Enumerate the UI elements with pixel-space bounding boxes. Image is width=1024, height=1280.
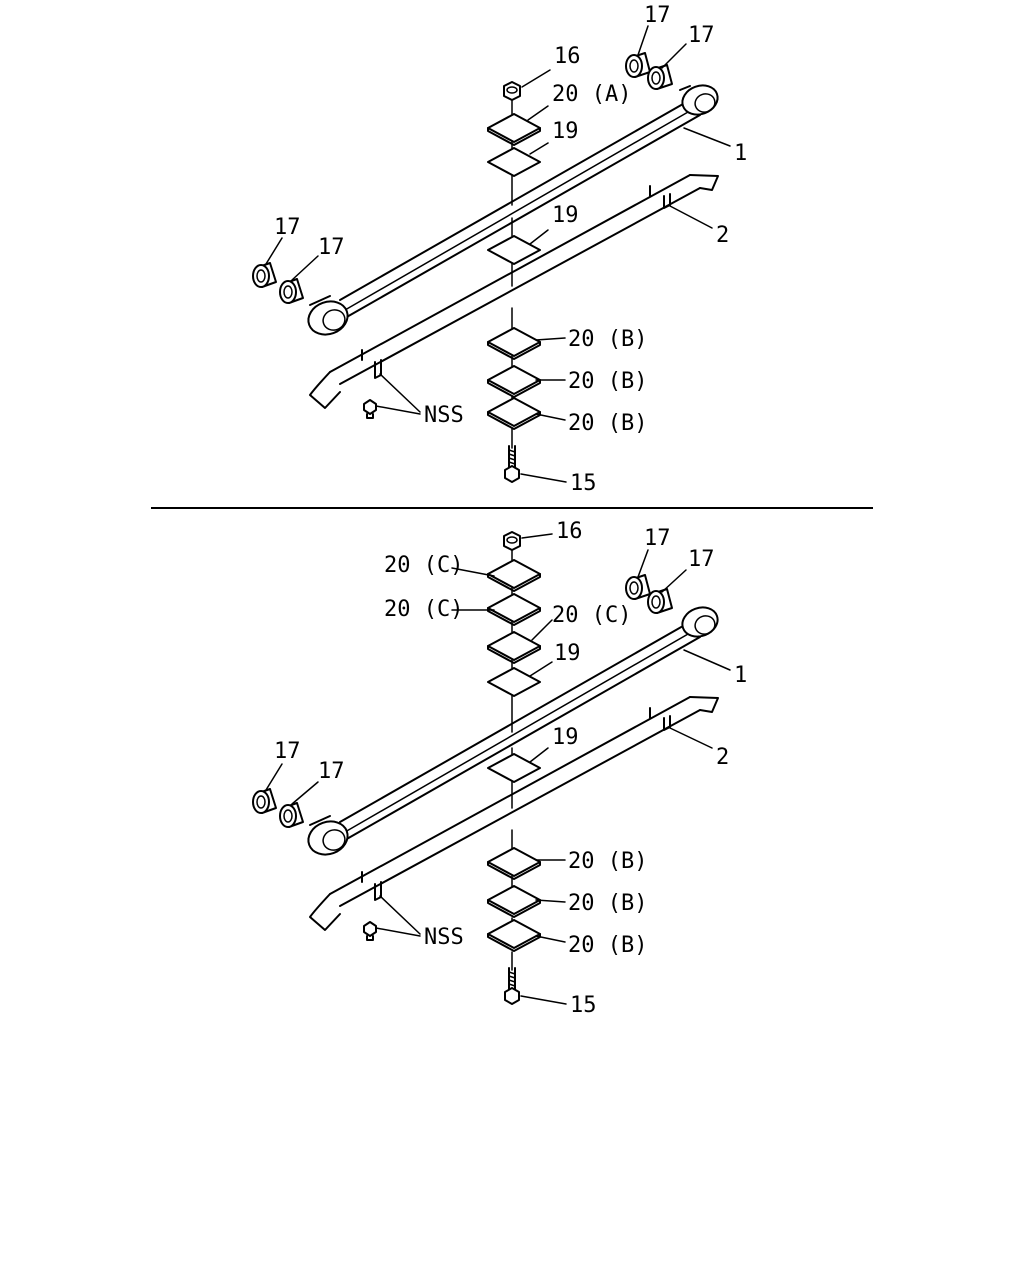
shim-c-1 [487,559,541,589]
shim-b-3 [487,919,541,949]
label-2: 2 [716,745,729,770]
label-20b-2: 20 (B) [568,891,647,916]
shim-c-2 [487,593,541,623]
label-20c-1: 20 (C) [384,553,463,578]
bushing-icon [625,574,651,600]
label-1: 1 [734,663,747,688]
label-20b-3: 20 (B) [568,933,647,958]
label-17-bl1: 17 [274,215,301,240]
shim-b-1 [487,327,541,357]
plate-19-mid [487,753,541,783]
label-19-top: 19 [552,119,579,144]
bushing-icon [647,588,673,614]
label-20c-2: 20 (C) [384,597,463,622]
leader-lines [265,533,731,1005]
label-17-bl2: 17 [318,235,345,260]
lower-assembly: 16 20 (C) 20 (C) 20 (C) 19 1 19 2 20 (B)… [252,519,747,1018]
bushing-icon [279,802,304,828]
label-15: 15 [570,471,597,496]
leaf-spring-main [307,84,719,336]
shim-b-1 [487,847,541,877]
label-19-mid: 19 [552,203,579,228]
bushing-icon [625,52,651,78]
label-2: 2 [716,223,729,248]
label-20b-3: 20 (B) [568,411,647,436]
label-20a: 20 (A) [552,82,631,107]
label-16: 16 [556,519,583,544]
bolt-icon [504,445,520,483]
washer-plate [487,113,541,143]
bushing-icon [647,64,673,90]
label-nss: NSS [424,403,464,428]
shim-b-2 [487,885,541,915]
label-17-tr1: 17 [644,3,671,28]
label-19-mid: 19 [552,725,579,750]
plate-19-top [487,667,541,697]
label-1: 1 [734,141,747,166]
label-17-bl2: 17 [318,759,345,784]
nut-icon [503,531,521,551]
label-17-tr2: 17 [688,547,715,572]
nut-icon [503,81,521,101]
leaf-spring-main [307,606,719,856]
label-nss: NSS [424,925,464,950]
bushing-icon [252,788,277,814]
leader-lines [265,25,731,483]
plate-19-mid [487,235,541,265]
shim-c-3 [487,631,541,661]
shim-b-3 [487,397,541,427]
upper-assembly: 16 20 (A) 19 1 19 2 20 (B) 20 (B) 20 (B)… [252,3,747,496]
label-17-tr2: 17 [688,23,715,48]
shim-b-2 [487,365,541,395]
bolt-icon [504,967,520,1005]
label-16: 16 [554,44,581,69]
label-20b-1: 20 (B) [568,849,647,874]
label-19-top: 19 [554,641,581,666]
bushing-icon [279,278,304,304]
plate-19-top [487,147,541,177]
bushing-icon [252,262,277,288]
leaf-spring-second [309,696,719,931]
label-17-tr1: 17 [644,526,671,551]
leaf-spring-second [309,174,719,409]
label-20c-3: 20 (C) [552,603,631,628]
label-17-bl1: 17 [274,739,301,764]
label-20b-1: 20 (B) [568,327,647,352]
label-20b-2: 20 (B) [568,369,647,394]
nss-bolt-icon [363,399,377,419]
label-15: 15 [570,993,597,1018]
nss-bolt-icon [363,921,377,941]
